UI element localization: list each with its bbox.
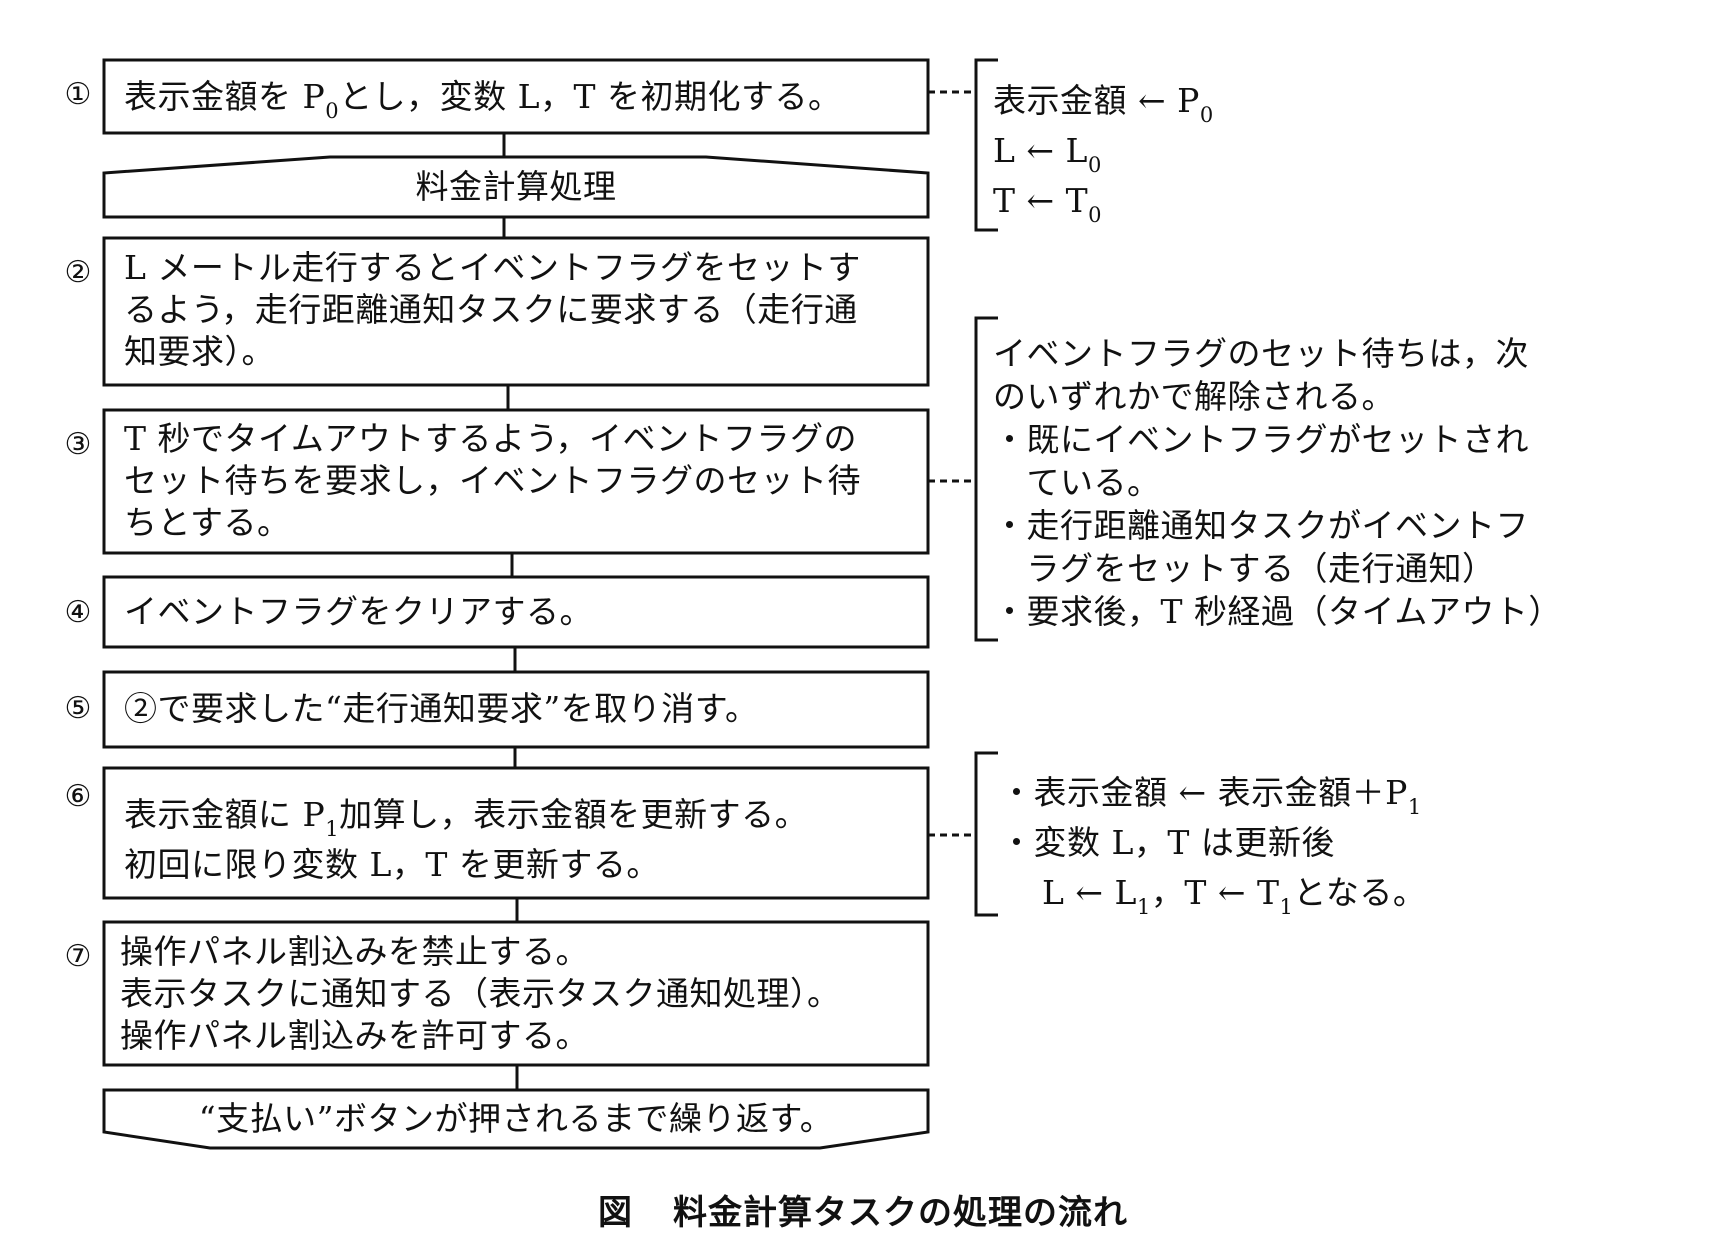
step7-box — [102, 920, 930, 1067]
step6-text: 表示金額に P1加算し，表示金額を更新する。 初回に限り変数 L，T を更新する… — [124, 790, 808, 890]
step3-text: T 秒でタイムアウトするよう，イベントフラグの セット待ちを要求し，イベントフラ… — [124, 418, 861, 544]
text-line: ②で要求した“走行通知要求”を取り消す。 — [124, 689, 759, 728]
note-line: イベントフラグのセット待ちは，次 — [993, 334, 1529, 373]
init-text: 表示金額を P0とし，変数 L，T を初期化する。 — [124, 76, 842, 122]
figure-caption: 図料金計算タスクの処理の流れ — [0, 1185, 1726, 1234]
note-line: ・表示金額 ← 表示金額＋P1 — [1000, 768, 1426, 818]
note-bracket — [974, 316, 998, 642]
step-number: ③ — [64, 427, 92, 462]
loop-end-shape — [102, 1088, 930, 1150]
subscript: 0 — [1199, 103, 1214, 127]
wait-note: イベントフラグのセット待ちは，次 のいずれかで解除される。 ・既にイベントフラグ… — [993, 332, 1562, 633]
step-number: ② — [64, 255, 92, 290]
loop-start-label: 料金計算処理 — [415, 167, 617, 206]
step4-box — [102, 575, 930, 649]
text-segment: 表示金額を P — [124, 77, 326, 116]
text-line: L メートル走行するとイベントフラグをセットす — [124, 248, 861, 287]
note-line: ラグをセットする（走行通知） — [993, 549, 1496, 588]
text-line: ちとする。 — [124, 503, 291, 542]
text-line: 操作パネル割込みを禁止する。 — [120, 932, 589, 971]
note-line: T ← T0 — [993, 176, 1214, 226]
text-line: 初回に限り変数 L，T を更新する。 — [124, 845, 660, 884]
step2-text: L メートル走行するとイベントフラグをセットす るよう，走行距離通知タスクに要求… — [124, 247, 861, 373]
step-number: ⑤ — [64, 691, 92, 726]
step7-text: 操作パネル割込みを禁止する。 表示タスクに通知する（表示タスク通知処理）。 操作… — [120, 931, 841, 1057]
text-line: 知要求）。 — [124, 332, 275, 371]
subscript: 1 — [1136, 895, 1151, 919]
text-line: 表示金額に P1加算し，表示金額を更新する。 — [124, 790, 808, 840]
note-bracket — [974, 58, 998, 232]
step5-text: ②で要求した“走行通知要求”を取り消す。 — [124, 688, 758, 730]
note-line: 表示金額 ← P0 — [993, 76, 1214, 126]
text-segment: 表示金額 ← P — [993, 81, 1200, 120]
text-segment: L ← L — [993, 131, 1088, 170]
text-line: セット待ちを要求し，イベントフラグのセット待 — [124, 461, 861, 500]
note-line: L ← L1，T ← T1となる。 — [1000, 868, 1426, 918]
figure-title: 料金計算タスクの処理の流れ — [673, 1193, 1128, 1233]
subscript: 0 — [1088, 203, 1103, 227]
step2-box — [102, 236, 930, 387]
subscript: 1 — [1279, 895, 1294, 919]
update-note: ・表示金額 ← 表示金額＋P1 ・変数 L，T は更新後 L ← L1，T ← … — [1000, 768, 1426, 918]
step-number: ④ — [64, 595, 92, 630]
step6-box — [102, 766, 930, 900]
text-segment: となる。 — [1293, 873, 1427, 912]
note-line: ・変数 L，T は更新後 — [1000, 823, 1335, 862]
text-segment: ，T ← T — [1150, 873, 1280, 912]
init-note: 表示金額 ← P0 L ← L0 T ← T0 — [993, 76, 1214, 226]
step-number: ⑥ — [64, 779, 92, 814]
text-segment: L ← L — [1042, 873, 1137, 912]
text-line: T 秒でタイムアウトするよう，イベントフラグの — [124, 419, 858, 458]
text-segment: ・表示金額 ← 表示金額＋P — [1000, 773, 1408, 812]
text-segment: T ← T — [993, 181, 1089, 220]
step-number: ① — [64, 77, 92, 112]
note-line: ・既にイベントフラグがセットされ — [993, 420, 1529, 459]
text-line: 表示タスクに通知する（表示タスク通知処理）。 — [120, 974, 841, 1013]
note-bracket — [974, 751, 998, 917]
note-line: ・要求後，T 秒経過（タイムアウト） — [993, 592, 1562, 631]
step4-text: イベントフラグをクリアする。 — [124, 591, 593, 633]
note-line: ている。 — [993, 463, 1161, 502]
step-number: ⑦ — [64, 939, 92, 974]
step5-box — [102, 670, 930, 749]
loop-end-label: “支払い”ボタンが押されるまで繰り返す。 — [198, 1099, 834, 1138]
text-line: 操作パネル割込みを許可する。 — [120, 1016, 589, 1055]
subscript: 1 — [1407, 795, 1422, 819]
subscript: 0 — [325, 99, 340, 123]
text-segment: 加算し，表示金額を更新する。 — [339, 795, 809, 834]
figure-label: 図 — [598, 1193, 633, 1233]
init-box — [102, 58, 930, 135]
text-segment: 表示金額に P — [124, 795, 326, 834]
note-line: ・走行距離通知タスクがイベントフ — [993, 506, 1529, 545]
subscript: 1 — [325, 817, 340, 841]
text-line: るよう，走行距離通知タスクに要求する（走行通 — [124, 290, 858, 329]
loop-start-shape — [102, 155, 930, 219]
note-line: L ← L0 — [993, 126, 1214, 176]
text-line: イベントフラグをクリアする。 — [124, 592, 593, 631]
text-segment: とし，変数 L，T を初期化する。 — [339, 77, 842, 116]
note-line: のいずれかで解除される。 — [993, 377, 1395, 416]
subscript: 0 — [1087, 153, 1102, 177]
